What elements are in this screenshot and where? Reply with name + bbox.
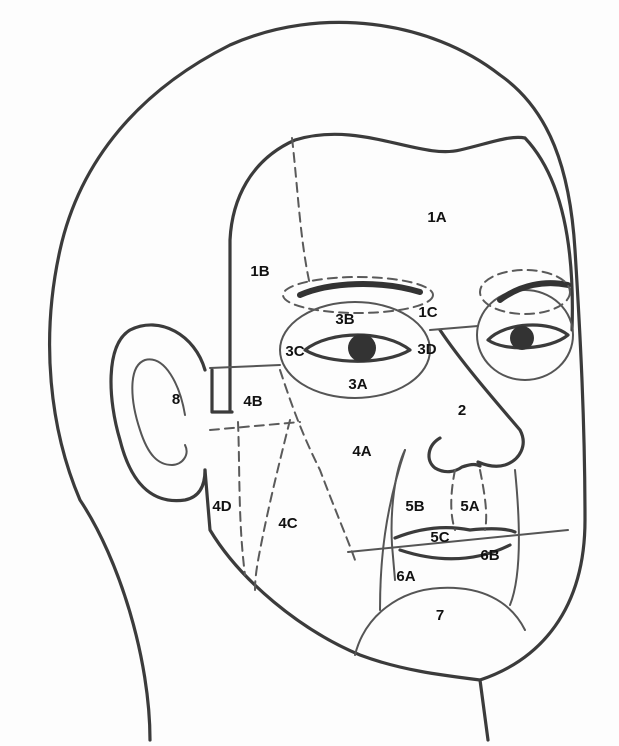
cheek-boundary-mid — [255, 420, 290, 590]
zone-label-6A: 6A — [396, 568, 415, 585]
jaw-line — [205, 470, 480, 680]
zone-label-3D: 3D — [417, 341, 436, 358]
zone-label-1A: 1A — [427, 209, 446, 226]
left-eye-iris — [348, 334, 376, 362]
zone-label-4A: 4A — [352, 443, 371, 460]
upper-lip-zone-left — [451, 470, 455, 530]
zone-label-3C: 3C — [285, 343, 304, 360]
zone-label-1B: 1B — [250, 263, 269, 280]
zone-label-4C: 4C — [278, 515, 297, 532]
zone-label-1C: 1C — [418, 304, 437, 321]
zone-label-5C: 5C — [430, 529, 449, 546]
zone-label-3A: 3A — [348, 376, 367, 393]
glabella-line — [430, 326, 478, 330]
zone-label-4D: 4D — [212, 498, 231, 515]
zone-label-3B: 3B — [335, 311, 354, 328]
chin-side-line — [510, 470, 519, 605]
jaw-zone-boundary — [238, 422, 245, 575]
right-brow-zone — [480, 270, 570, 314]
forehead-temple-boundary — [292, 138, 310, 285]
hairline — [230, 134, 572, 410]
zone-label-7: 7 — [436, 607, 444, 624]
zone-label-5A: 5A — [460, 498, 479, 515]
upper-lip-zone-right — [480, 470, 486, 530]
zone-label-8: 8 — [172, 391, 180, 408]
zone-label-2: 2 — [458, 402, 466, 419]
ear-inner — [132, 359, 186, 465]
cheek-boundary-upper — [210, 422, 300, 430]
right-eye-iris — [510, 326, 534, 350]
mouth-line — [348, 530, 568, 552]
zone-label-5B: 5B — [405, 498, 424, 515]
ear-outline — [111, 325, 205, 501]
nose-bridge — [440, 330, 523, 466]
temple-line — [210, 365, 280, 368]
zone-label-6B: 6B — [480, 547, 499, 564]
nose-nostril — [429, 438, 480, 472]
zone-label-4B: 4B — [243, 393, 262, 410]
left-eyebrow — [300, 284, 420, 295]
